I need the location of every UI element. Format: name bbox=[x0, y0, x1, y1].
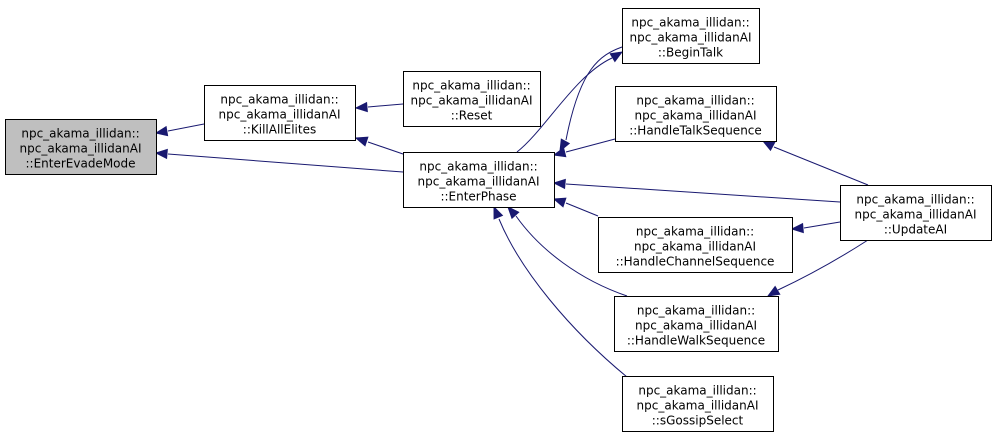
node-label-line: npc_akama_illidan:: bbox=[631, 16, 749, 30]
arrowhead-icon bbox=[154, 148, 168, 160]
edges-layer bbox=[154, 46, 869, 378]
arrowhead-icon bbox=[552, 147, 567, 158]
node-begin-talk[interactable]: npc_akama_illidan::npc_akama_illidanAI::… bbox=[622, 8, 760, 64]
arrowhead-icon bbox=[354, 136, 369, 147]
node-label-line: ::KillAllElites bbox=[243, 123, 316, 137]
edge-update-ai-to-handle-walk-sequence bbox=[766, 239, 869, 297]
edge-line bbox=[803, 221, 841, 229]
node-label-line: npc_akama_illidan:: bbox=[220, 93, 338, 107]
edge-line bbox=[773, 146, 869, 186]
edge-handle-walk-sequence-to-enter-phase bbox=[507, 206, 628, 297]
edge-line bbox=[565, 138, 616, 153]
arrowhead-icon bbox=[507, 206, 520, 220]
node-enter-evade-mode: npc_akama_illidan::npc_akama_illidanAI::… bbox=[5, 119, 157, 175]
node-label-line: ::EnterEvadeMode bbox=[25, 157, 135, 171]
node-label-line: npc_akama_illidanAI bbox=[634, 240, 756, 254]
edge-handle-talk-sequence-to-enter-phase bbox=[552, 138, 616, 158]
node-handle-walk-sequence[interactable]: npc_akama_illidan::npc_akama_illidanAI::… bbox=[614, 296, 779, 352]
node-label-line: npc_akama_illidanAI bbox=[20, 142, 142, 156]
node-box bbox=[840, 185, 992, 241]
edge-handle-channel-sequence-to-enter-phase bbox=[552, 197, 599, 217]
node-enter-phase[interactable]: npc_akama_illidan::npc_akama_illidanAI::… bbox=[403, 152, 555, 208]
edge-line bbox=[367, 141, 404, 155]
node-label-line: npc_akama_illidanAI bbox=[855, 208, 977, 222]
node-box bbox=[403, 152, 555, 208]
edge-line bbox=[167, 153, 404, 173]
edge-update-ai-to-handle-channel-sequence bbox=[790, 221, 841, 234]
edge-line bbox=[516, 57, 613, 153]
edge-update-ai-to-enter-phase bbox=[552, 178, 841, 203]
edge-enter-phase-to-enter-evade-mode bbox=[154, 148, 404, 173]
edge-reset-to-kill-all-elites bbox=[354, 101, 404, 113]
edge-line bbox=[367, 103, 404, 108]
edge-line bbox=[498, 218, 628, 378]
node-label-line: ::HandleWalkSequence bbox=[627, 334, 765, 348]
node-label-line: ::HandleChannelSequence bbox=[616, 255, 775, 269]
arrowhead-icon bbox=[493, 205, 504, 220]
node-box bbox=[622, 376, 774, 432]
node-label-line: npc_akama_illidan:: bbox=[636, 94, 754, 108]
node-label-line: ::EnterPhase bbox=[440, 190, 516, 204]
nodes-layer: npc_akama_illidan::npc_akama_illidanAI::… bbox=[5, 8, 992, 432]
edge-line bbox=[565, 183, 841, 203]
node-box bbox=[615, 86, 777, 142]
node-reset[interactable]: npc_akama_illidan::npc_akama_illidanAI::… bbox=[403, 71, 541, 127]
node-handle-talk-sequence[interactable]: npc_akama_illidan::npc_akama_illidanAI::… bbox=[615, 86, 777, 142]
edge-line bbox=[565, 202, 599, 217]
node-s-gossip-select[interactable]: npc_akama_illidan::npc_akama_illidanAI::… bbox=[622, 376, 774, 432]
edge-line bbox=[565, 46, 623, 141]
node-label-line: npc_akama_illidan:: bbox=[419, 160, 537, 174]
node-label-line: npc_akama_illidan:: bbox=[856, 193, 974, 207]
edge-line bbox=[777, 239, 869, 291]
edge-line bbox=[167, 123, 205, 132]
arrowhead-icon bbox=[761, 140, 776, 152]
arrowhead-icon bbox=[790, 222, 804, 234]
arrowhead-icon bbox=[766, 285, 781, 297]
node-box bbox=[598, 217, 793, 273]
node-label-line: npc_akama_illidanAI bbox=[635, 109, 757, 123]
node-label-line: npc_akama_illidanAI bbox=[219, 108, 341, 122]
node-box bbox=[204, 85, 356, 141]
edge-s-gossip-select-to-enter-phase bbox=[493, 205, 628, 378]
node-label-line: npc_akama_illidan:: bbox=[637, 304, 755, 318]
node-update-ai[interactable]: npc_akama_illidan::npc_akama_illidanAI::… bbox=[840, 185, 992, 241]
arrowhead-icon bbox=[552, 197, 567, 208]
node-label-line: npc_akama_illidan:: bbox=[21, 127, 139, 141]
node-label-line: npc_akama_illidanAI bbox=[418, 175, 540, 189]
edge-update-ai-to-handle-talk-sequence bbox=[761, 140, 869, 186]
node-label-line: npc_akama_illidanAI bbox=[635, 319, 757, 333]
edge-enter-phase-to-kill-all-elites bbox=[354, 136, 404, 155]
node-label-line: npc_akama_illidan:: bbox=[412, 79, 530, 93]
node-label-line: npc_akama_illidanAI bbox=[630, 31, 752, 45]
node-label-line: ::UpdateAI bbox=[884, 223, 947, 237]
node-handle-channel-sequence[interactable]: npc_akama_illidan::npc_akama_illidanAI::… bbox=[598, 217, 793, 273]
node-label-line: ::Reset bbox=[451, 109, 493, 123]
arrowhead-icon bbox=[154, 125, 169, 137]
edge-begin-talk-to-enter-phase bbox=[559, 46, 623, 153]
node-label-line: npc_akama_illidan:: bbox=[636, 225, 754, 239]
node-label-line: ::HandleTalkSequence bbox=[629, 124, 762, 138]
node-label-line: npc_akama_illidan:: bbox=[638, 384, 756, 398]
edge-enter-phase-to-begin-talk bbox=[516, 51, 624, 153]
node-label-line: ::BeginTalk bbox=[658, 46, 723, 60]
arrowhead-icon bbox=[552, 178, 566, 190]
node-label-line: npc_akama_illidanAI bbox=[637, 399, 759, 413]
node-kill-all-elites[interactable]: npc_akama_illidan::npc_akama_illidanAI::… bbox=[204, 85, 356, 141]
node-box bbox=[614, 296, 779, 352]
node-label-line: npc_akama_illidanAI bbox=[411, 94, 533, 108]
arrowhead-icon bbox=[354, 101, 368, 113]
edge-line bbox=[515, 215, 628, 297]
arrowhead-icon bbox=[609, 51, 624, 63]
node-box bbox=[403, 71, 541, 127]
node-box bbox=[622, 8, 760, 64]
node-label-line: ::sGossipSelect bbox=[652, 414, 744, 428]
arrowhead-icon bbox=[559, 138, 571, 153]
node-box bbox=[5, 119, 157, 175]
edge-kill-all-elites-to-enter-evade-mode bbox=[154, 123, 205, 137]
